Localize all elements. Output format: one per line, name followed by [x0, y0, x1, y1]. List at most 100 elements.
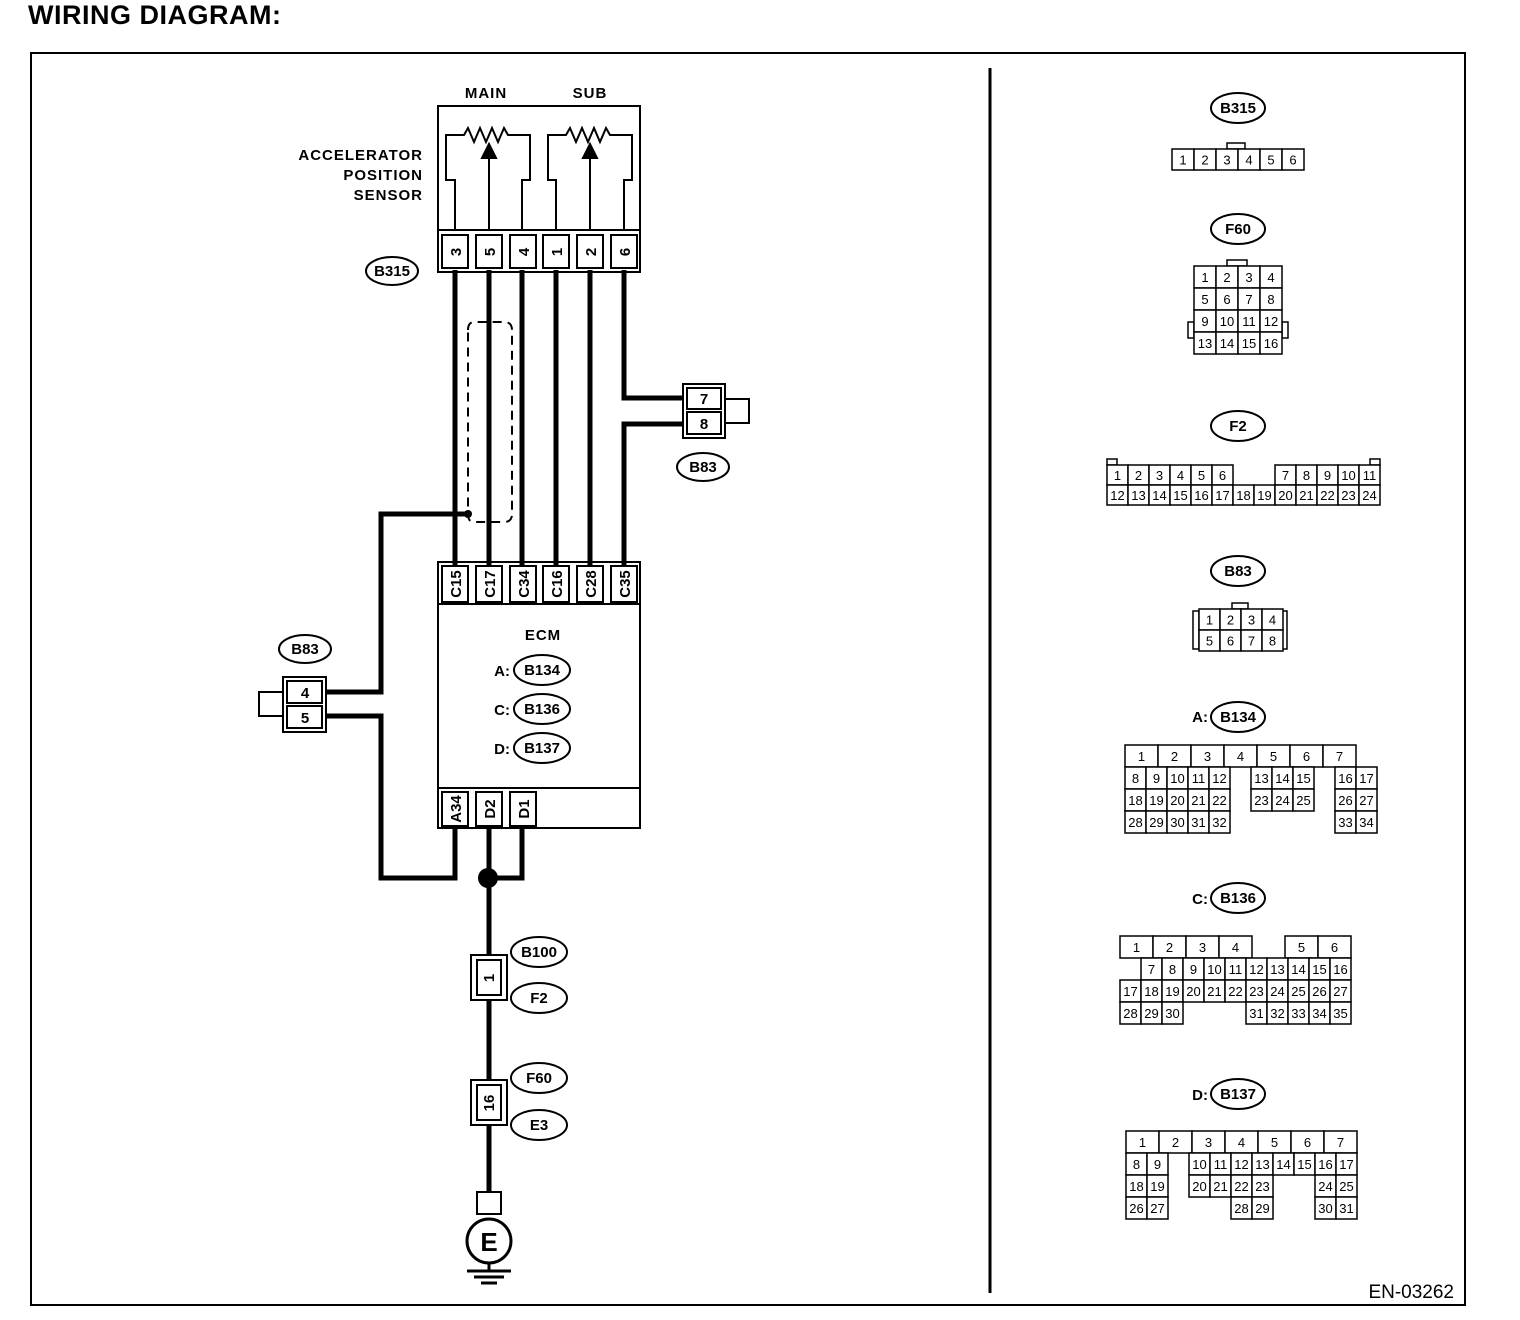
connector-cell-label: 9 — [1154, 1157, 1161, 1172]
connector-cell-label: 18 — [1128, 793, 1142, 808]
connector-cell-label: 21 — [1191, 793, 1205, 808]
connector-cell-label: 21 — [1299, 488, 1313, 503]
connector-cell-label: 10 — [1192, 1157, 1206, 1172]
connector-cell — [1251, 1196, 1274, 1220]
connector-cell — [1261, 629, 1284, 652]
connector-cell-label: 4 — [1237, 749, 1244, 764]
connector-view-tag: F2 — [1229, 418, 1247, 435]
connector-cell-label: 3 — [1245, 270, 1252, 285]
ecm-pin: C34 — [516, 570, 533, 598]
harness-wires — [326, 270, 683, 1193]
connector-cell-label: 12 — [1249, 962, 1263, 977]
connector-cell-label: 28 — [1123, 1006, 1137, 1021]
connector-cell-label: 27 — [1359, 793, 1373, 808]
connector-cell-label: 30 — [1318, 1201, 1332, 1216]
b315-pin: 1 — [549, 248, 566, 256]
connector-cell-label: 16 — [1338, 771, 1352, 786]
connector-cell-label: 22 — [1320, 488, 1334, 503]
connector-cell-label: 24 — [1318, 1179, 1332, 1194]
connector-cell — [1329, 1001, 1352, 1025]
connector-cell — [1355, 810, 1378, 834]
connector-cell-label: 8 — [1132, 771, 1139, 786]
main-potentiometer — [445, 125, 531, 230]
connector-cell-label: 2 — [1171, 749, 1178, 764]
b315-pin-row: 3 5 4 1 2 6 — [441, 234, 638, 269]
connector-cell-label: 6 — [1223, 292, 1230, 307]
connector-cell-label: 13 — [1131, 488, 1145, 503]
connector-cell-label: 32 — [1270, 1006, 1284, 1021]
connector-cell-label: 1 — [1139, 1135, 1146, 1150]
connector-cell-label: 6 — [1331, 940, 1338, 955]
connector-cell-label: 20 — [1278, 488, 1292, 503]
connector-cell-label: 29 — [1144, 1006, 1158, 1021]
connector-cell-label: 4 — [1177, 468, 1184, 483]
connector-view-tag: F60 — [1225, 221, 1251, 238]
connector-cell-label: 20 — [1170, 793, 1184, 808]
joint-connector-tag: F60 — [526, 1070, 552, 1087]
connector-cell-label: 26 — [1338, 793, 1352, 808]
connector-cell-label: 1 — [1179, 153, 1186, 168]
connector-cell-label: 8 — [1269, 634, 1276, 649]
connector-cell-label: 25 — [1296, 793, 1310, 808]
connector-cell-label: 32 — [1212, 815, 1226, 830]
connector-cell-label: 14 — [1220, 336, 1234, 351]
connector-cell-label: 11 — [1192, 771, 1206, 786]
ecm-bottom-pins: A34 D2 D1 — [441, 791, 537, 827]
joint-connector-tag: B100 — [521, 944, 557, 961]
connector-cell — [1358, 484, 1381, 506]
connector-view-tag: B136 — [1220, 890, 1256, 907]
connector-cell-label: 35 — [1333, 1006, 1347, 1021]
connector-cell-label: 19 — [1165, 984, 1179, 999]
connector-cell-label: 13 — [1270, 962, 1284, 977]
connector-cell-label: 1 — [1114, 468, 1121, 483]
connector-cell-label: 7 — [1148, 962, 1155, 977]
connector-cell-label: 14 — [1152, 488, 1166, 503]
connector-cell-label: 6 — [1219, 468, 1226, 483]
connector-cell-label: 26 — [1312, 984, 1326, 999]
connector-cell-label: 24 — [1362, 488, 1376, 503]
ecm-connector-prefix: A: — [494, 663, 510, 680]
connector-cell-label: 16 — [1318, 1157, 1332, 1172]
connector-cell-label: 4 — [1232, 940, 1239, 955]
connector-cell-label: 10 — [1220, 314, 1234, 329]
connector-cell-label: 12 — [1212, 771, 1226, 786]
connector-cell-label: 16 — [1264, 336, 1278, 351]
b83-pin: 8 — [700, 416, 708, 433]
diagram-frame — [30, 52, 1466, 1306]
ecm-pin: D2 — [482, 799, 499, 818]
connector-cell-label: 29 — [1255, 1201, 1269, 1216]
connector-cell-label: 23 — [1341, 488, 1355, 503]
connector-cell-label: 3 — [1248, 613, 1255, 628]
connector-view-prefix: C: — [1192, 891, 1208, 908]
sensor-label-line-3: SENSOR — [354, 187, 423, 204]
connector-cell-label: 11 — [1214, 1157, 1228, 1172]
connector-cell-label: 24 — [1270, 984, 1284, 999]
ecm-connector-tag: B137 — [524, 740, 560, 757]
ecm-pin: C35 — [617, 570, 634, 598]
connector-cell-label: 16 — [1194, 488, 1208, 503]
connector-cell-label: 24 — [1275, 793, 1289, 808]
connector-cell-label: 18 — [1144, 984, 1158, 999]
connector-cell-label: 23 — [1255, 1179, 1269, 1194]
connector-cell-label: 13 — [1255, 1157, 1269, 1172]
connector-cell-label: 31 — [1191, 815, 1205, 830]
b83-connector-left: B83 4 5 — [258, 634, 332, 733]
connector-cell-label: 17 — [1339, 1157, 1353, 1172]
connector-cell-label: 3 — [1223, 153, 1230, 168]
connector-cell-label: 1 — [1133, 940, 1140, 955]
b83-pin: 4 — [301, 685, 310, 702]
connector-cell-label: 18 — [1129, 1179, 1143, 1194]
connector-cell-label: 7 — [1248, 634, 1255, 649]
connector-cell-label: 5 — [1206, 634, 1213, 649]
connector-view-prefix: D: — [1192, 1087, 1208, 1104]
connector-cell-label: 15 — [1173, 488, 1187, 503]
connector-cell-label: 18 — [1236, 488, 1250, 503]
connector-cell-label: 3 — [1204, 749, 1211, 764]
ground-symbol: E — [465, 1191, 513, 1285]
ecm-pin: C15 — [448, 570, 465, 598]
connector-cell-label: 19 — [1150, 1179, 1164, 1194]
connector-cell-label: 2 — [1201, 153, 1208, 168]
connector-cell-label: 30 — [1165, 1006, 1179, 1021]
connector-cell-label: 27 — [1333, 984, 1347, 999]
